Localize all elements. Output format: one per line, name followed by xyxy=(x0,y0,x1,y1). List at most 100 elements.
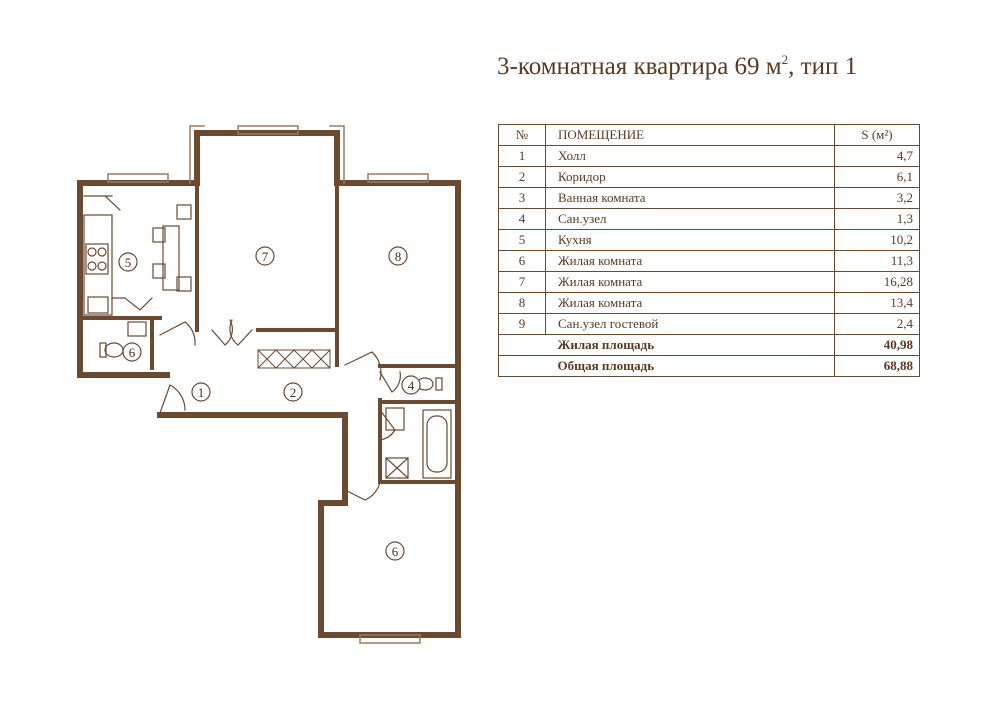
interior-walls xyxy=(78,181,460,505)
label-room-7: 7 xyxy=(255,246,275,266)
total-number-empty xyxy=(498,334,546,356)
washer xyxy=(385,457,409,479)
header-area: S (м²) xyxy=(834,124,920,146)
chair xyxy=(176,276,192,292)
outer-walls xyxy=(77,130,461,638)
title-superscript: 2 xyxy=(781,52,789,67)
label-room-2: 2 xyxy=(283,382,303,402)
table-header-row: № ПОМЕЩЕНИЕ S (м²) xyxy=(498,124,920,146)
label-room-1: 1 xyxy=(191,382,211,402)
label-room-8: 8 xyxy=(388,246,408,266)
row-number: 5 xyxy=(498,229,546,251)
row-room: Жилая комната xyxy=(545,271,835,293)
title-suffix: , тип 1 xyxy=(788,53,858,80)
svg-text:6: 6 xyxy=(129,345,136,360)
chair xyxy=(152,263,166,279)
row-room: Жилая комната xyxy=(545,292,835,314)
total-number-empty xyxy=(498,355,546,377)
row-area: 3,2 xyxy=(834,187,920,209)
window-room-7 xyxy=(237,125,299,135)
row-room: Кухня xyxy=(545,229,835,251)
label-room-5: 5 xyxy=(118,252,138,272)
bath-sink xyxy=(385,407,405,431)
room-labels: 1 2 4 5 6 7 8 6 xyxy=(118,246,421,561)
door-wc xyxy=(379,371,401,393)
guest-toilet xyxy=(104,342,124,358)
door-room7-left xyxy=(211,319,233,346)
dining-table xyxy=(162,225,180,291)
door-room7-right xyxy=(229,319,253,346)
chair xyxy=(176,204,192,220)
row-room: Сан.узел гостевой xyxy=(545,313,835,335)
window-frames xyxy=(107,125,429,644)
row-area: 11,3 xyxy=(834,250,920,272)
bay-frame-right xyxy=(329,125,345,184)
row-number: 4 xyxy=(498,208,546,230)
header-room: ПОМЕЩЕНИЕ xyxy=(545,124,835,146)
wardrobe xyxy=(257,349,331,369)
chair xyxy=(152,227,166,243)
svg-text:4: 4 xyxy=(408,378,415,393)
page-title: 3-комнатная квартира 69 м2, тип 1 xyxy=(497,52,977,81)
total-label: Общая площадь xyxy=(545,355,835,377)
row-area: 16,28 xyxy=(834,271,920,293)
window-room-8 xyxy=(367,173,429,183)
row-area: 10,2 xyxy=(834,229,920,251)
kitchen-fixtures xyxy=(83,195,192,316)
guest-sink xyxy=(127,321,147,337)
svg-text:6: 6 xyxy=(392,544,399,559)
row-room: Сан.узел xyxy=(545,208,835,230)
door-bath xyxy=(379,409,396,441)
row-number: 3 xyxy=(498,187,546,209)
door-entrance xyxy=(159,384,186,414)
kitchen-sink xyxy=(87,296,109,314)
bay-frame-left xyxy=(189,125,205,184)
door-room6 xyxy=(344,469,382,501)
svg-text:5: 5 xyxy=(125,255,132,270)
svg-text:7: 7 xyxy=(262,249,269,264)
window-room-6 xyxy=(359,634,421,644)
wall-outline-left xyxy=(77,180,170,378)
label-room-6: 6 xyxy=(385,541,405,561)
kitchen-counter xyxy=(83,214,113,316)
row-area: 4,7 xyxy=(834,145,920,167)
row-number: 8 xyxy=(498,292,546,314)
total-area: 40,98 xyxy=(834,334,920,356)
floor-plan: 1 2 4 5 6 7 8 6 xyxy=(77,125,461,644)
door-kitchen xyxy=(159,321,196,346)
row-number: 2 xyxy=(498,166,546,188)
row-room: Ванная комната xyxy=(545,187,835,209)
row-area: 13,4 xyxy=(834,292,920,314)
header-number: № xyxy=(498,124,546,146)
total-label: Жилая площадь xyxy=(545,334,835,356)
bathroom-fixtures xyxy=(385,377,452,479)
total-area: 68,88 xyxy=(834,355,920,377)
label-room-guest-wc: 6 xyxy=(122,342,142,362)
title-text: 3-комнатная квартира 69 м xyxy=(497,53,782,80)
svg-text:1: 1 xyxy=(198,385,205,400)
row-area: 1,3 xyxy=(834,208,920,230)
window-kitchen xyxy=(107,173,169,183)
door-room8 xyxy=(344,351,382,381)
row-room: Коридор xyxy=(545,166,835,188)
row-room: Холл xyxy=(545,145,835,167)
row-number: 9 xyxy=(498,313,546,335)
label-room-4: 4 xyxy=(401,375,421,395)
row-number: 6 xyxy=(498,250,546,272)
row-room: Жилая комната xyxy=(545,250,835,272)
svg-text:8: 8 xyxy=(395,249,402,264)
wall-outline-east xyxy=(157,369,461,638)
row-area: 6,1 xyxy=(834,166,920,188)
door-swings xyxy=(159,319,401,501)
